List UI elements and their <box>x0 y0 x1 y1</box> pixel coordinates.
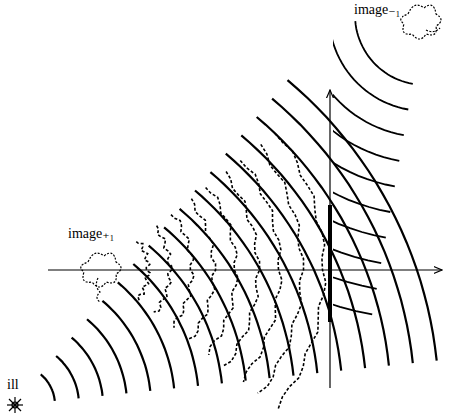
wavefront <box>149 246 222 384</box>
light-source <box>7 397 23 413</box>
wavefront <box>333 37 381 263</box>
virtual-image <box>81 253 121 302</box>
wavefront <box>87 319 126 393</box>
wavefront <box>206 188 238 355</box>
wavefront <box>41 374 55 400</box>
wavefront <box>333 26 404 136</box>
wavefront <box>56 356 79 398</box>
wavefront <box>102 301 150 391</box>
wavefront <box>355 21 413 84</box>
real-image <box>401 5 441 39</box>
hologram-plate <box>328 205 332 322</box>
wavefront <box>288 80 437 361</box>
wavefront <box>133 264 198 386</box>
wavefront <box>333 30 395 186</box>
wavefront <box>333 42 372 315</box>
wavefront <box>333 35 386 238</box>
wavefront <box>333 28 399 161</box>
illumination-wavefronts <box>41 80 437 401</box>
wavefront <box>333 23 408 109</box>
image-label: ill <box>5 377 21 393</box>
plate-axis <box>329 90 330 388</box>
wavefront <box>258 144 304 393</box>
optical-axis <box>48 269 442 270</box>
wavefront <box>136 242 150 301</box>
wavefront <box>171 215 194 328</box>
wavefront <box>223 172 260 367</box>
object-wavefronts <box>136 133 325 409</box>
wavefront <box>257 117 389 366</box>
wavefront <box>154 226 172 312</box>
wavefront <box>226 154 341 371</box>
wavefront <box>275 133 326 409</box>
wavefront <box>333 39 377 289</box>
wavefront <box>72 338 103 396</box>
image-label: image₊₁ <box>66 226 116 242</box>
wavefront <box>333 32 390 212</box>
wavefront <box>240 160 282 382</box>
wavefront <box>195 191 294 376</box>
image-label: image₋₁ <box>352 2 402 18</box>
wavefront <box>188 199 215 339</box>
